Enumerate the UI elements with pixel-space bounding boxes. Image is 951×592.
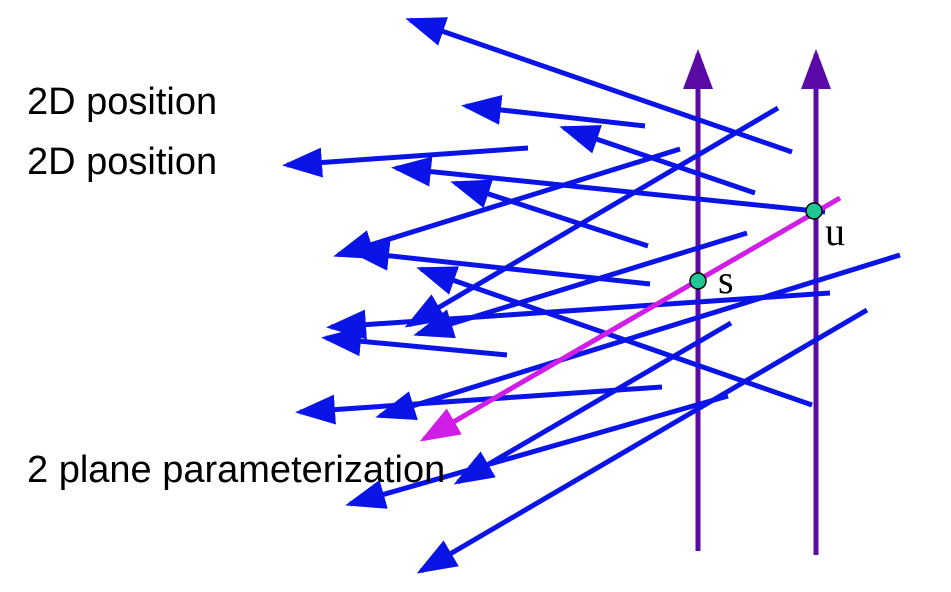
ray — [461, 94, 646, 129]
ray — [450, 179, 649, 249]
ray — [333, 146, 681, 259]
caption-2-plane-parameterization: 2 plane parameterization — [27, 449, 446, 491]
ray — [416, 307, 869, 574]
ray — [345, 393, 729, 509]
point-u-label: u — [825, 209, 845, 254]
highlight-ray — [419, 195, 842, 442]
ray — [453, 320, 733, 485]
caption-2d-position-1: 2D position — [27, 81, 218, 123]
ray-group — [282, 17, 901, 574]
point-s-label: s — [718, 257, 734, 302]
ray — [375, 252, 901, 420]
caption-2d-position-2: 2D position — [27, 141, 218, 183]
ray — [405, 17, 793, 155]
ray — [282, 145, 529, 178]
ray — [391, 156, 826, 215]
ray — [326, 290, 831, 340]
point-s-marker — [689, 272, 707, 290]
point-u-marker — [805, 202, 823, 220]
ray — [559, 125, 756, 196]
ray — [295, 384, 663, 425]
ray — [321, 326, 508, 358]
